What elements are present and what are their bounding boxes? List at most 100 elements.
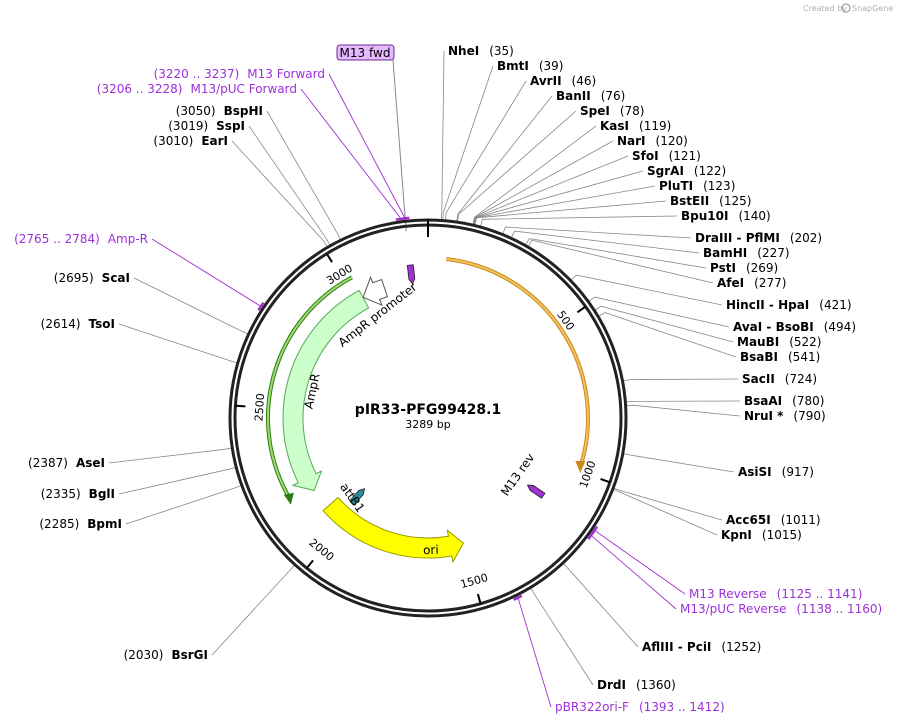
leader-line [594, 305, 734, 343]
enzyme-position: (494) [824, 320, 856, 334]
primer-label[interactable]: (3206 .. 3228)M13/pUC Forward [97, 82, 297, 96]
leader-line [125, 485, 242, 525]
enzyme-label[interactable]: NarI(120) [617, 134, 688, 148]
enzyme-label[interactable]: NheI(35) [448, 44, 514, 58]
enzyme-label[interactable]: (2387)AseI [28, 456, 105, 470]
enzyme-label[interactable]: AsiSI(917) [738, 465, 814, 479]
enzyme-label[interactable]: (3050)BspHI [176, 104, 263, 118]
primer-name: pBR322ori-F [555, 700, 629, 714]
primer-label[interactable]: M13/pUC Reverse(1138 .. 1160) [680, 602, 882, 616]
enzyme-labels: NheI(35)BmtI (39)AvrII(46)BanII (76)SpeI (7… [28, 44, 856, 692]
enzyme-label[interactable]: Acc65I(1011) [726, 513, 821, 527]
enzyme-label[interactable]: SgrAI(122) [647, 164, 726, 178]
enzyme-label[interactable]: KasI(119) [600, 119, 671, 133]
enzyme-label[interactable]: (2335)BglI [41, 487, 115, 501]
enzyme-label[interactable]: PluTI(123) [659, 179, 735, 193]
enzyme-label[interactable]: PstI(269) [710, 261, 778, 275]
enzyme-label[interactable]: SacII(724) [742, 372, 817, 386]
leader-line [108, 447, 232, 464]
primer-label[interactable]: (2765 .. 2784)Amp-R [14, 232, 148, 246]
enzyme-label[interactable]: AfeI(277) [717, 276, 786, 290]
leader-line [473, 155, 629, 225]
attb1-glyph[interactable] [348, 487, 367, 506]
enzyme-name: KasI [600, 119, 629, 133]
enzyme-name: SpeI [580, 104, 610, 118]
enzyme-label[interactable]: (2695)ScaI [54, 271, 130, 285]
enzyme-label[interactable]: HincII - HpaI(421) [726, 298, 852, 312]
enzyme-position: (790) [793, 409, 825, 423]
enzyme-label[interactable]: BsaBI(541) [740, 350, 820, 364]
leader-line [623, 378, 739, 382]
enzyme-name: Acc65I [726, 513, 771, 527]
enzyme-label[interactable]: DraIII - PflMI(202) [695, 231, 822, 245]
leader-line [118, 467, 236, 495]
enzyme-position: (120) [656, 134, 688, 148]
leader-line [588, 296, 730, 328]
enzyme-label[interactable]: DrdI(1360) [597, 678, 676, 692]
plasmid-length: 3289 bp [405, 418, 450, 431]
primer-label[interactable]: M13 Reverse(1125 .. 1141) [689, 587, 862, 601]
plasmid-backbone [228, 218, 628, 618]
primer-name: M13/pUC Forward [190, 82, 297, 96]
enzyme-label[interactable]: BanII (76) [556, 89, 625, 103]
enzyme-name: BmtI [497, 59, 529, 73]
primer-name: M13 Reverse [689, 587, 767, 601]
enzyme-name: PstI [710, 261, 736, 275]
enzyme-label[interactable]: (2614)TsoI [41, 317, 115, 331]
ampr-arrow[interactable] [282, 289, 370, 492]
enzyme-label[interactable]: MauBI(522) [737, 335, 821, 349]
orf-arc-orange-fill [446, 258, 589, 468]
enzyme-label[interactable]: AflIII - PciI(1252) [642, 640, 761, 654]
enzyme-label[interactable]: Bpu10I(140) [681, 209, 771, 223]
enzyme-label[interactable]: AvrII(46) [530, 74, 596, 88]
enzyme-position: (39) [539, 59, 564, 73]
enzyme-label[interactable]: SfoI(121) [632, 149, 701, 163]
leader-line [530, 588, 594, 686]
leader-line [392, 59, 407, 232]
enzyme-label[interactable]: AvaI - BsoBI(494) [733, 320, 856, 334]
enzyme-position: (227) [757, 246, 789, 260]
enzyme-position: (2285) [39, 517, 79, 531]
leader-line [440, 50, 445, 220]
enzyme-position: (78) [620, 104, 645, 118]
primer-label[interactable]: (3220 .. 3237)M13 Forward [154, 67, 325, 81]
enzyme-label[interactable]: (3019)SspI [168, 119, 245, 133]
enzyme-label[interactable]: NruI *(790) [744, 409, 826, 423]
enzyme-name: EarI [201, 134, 228, 148]
enzyme-position: (140) [738, 209, 770, 223]
leader-line [248, 125, 331, 246]
orf-arc-orange[interactable] [446, 257, 590, 468]
ampr-promoter-arrow[interactable] [362, 275, 389, 306]
primer-name: M13 Forward [247, 67, 325, 81]
enzyme-position: (76) [601, 89, 626, 103]
enzyme-name: BanII [556, 89, 591, 103]
enzyme-label[interactable]: BmtI (39) [497, 59, 564, 73]
m13-fwd-feature-box[interactable]: M13 fwd [336, 44, 395, 61]
enzyme-label[interactable]: BstEII(125) [670, 194, 751, 208]
ori-label: ori [423, 543, 439, 558]
enzyme-label[interactable]: SpeI (78) [580, 104, 644, 118]
snapgene-credit: Created by SnapGene [803, 3, 893, 13]
enzyme-label[interactable]: (3010)EarI [153, 134, 228, 148]
enzyme-position: (917) [782, 465, 814, 479]
leader-line [623, 453, 735, 473]
enzyme-label[interactable]: BamHI(227) [703, 246, 790, 260]
primer-label[interactable]: pBR322ori-F(1393 .. 1412) [555, 700, 725, 714]
enzyme-label[interactable]: KpnI(1015) [721, 528, 802, 542]
enzyme-position: (3050) [176, 104, 216, 118]
leader-line [211, 565, 295, 656]
m13-rev-glyph[interactable] [526, 483, 546, 499]
enzyme-name: KpnI [721, 528, 752, 542]
enzyme-label[interactable]: (2030)BsrGI [124, 648, 208, 662]
enzyme-position: (522) [789, 335, 821, 349]
leader-line [502, 226, 692, 239]
enzyme-name: BsrGI [171, 648, 208, 662]
ori-arrow[interactable] [322, 496, 465, 564]
m13-fwd-glyph[interactable] [406, 264, 416, 285]
enzyme-label[interactable]: BsaAI(780) [744, 394, 824, 408]
enzyme-label[interactable]: (2285)BpmI [39, 517, 122, 531]
tick-mark [325, 253, 333, 263]
tick-label: 500 [554, 308, 577, 333]
orf-arrowhead [575, 460, 586, 473]
